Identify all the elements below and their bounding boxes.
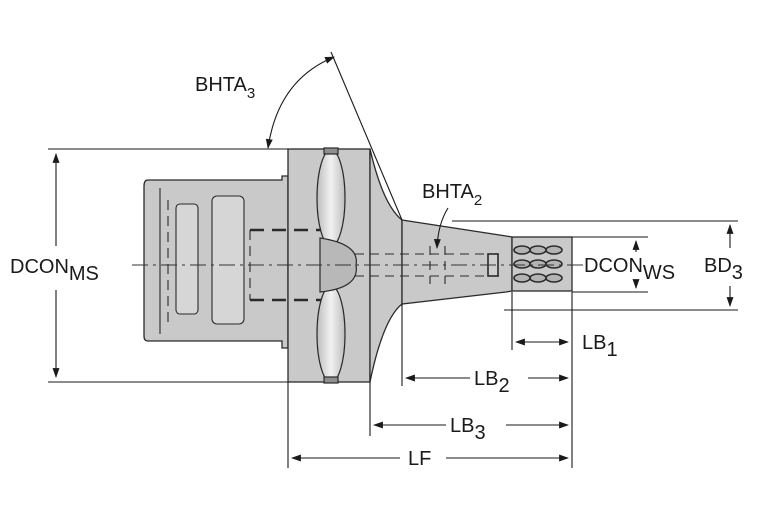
label-lf: LF: [408, 448, 431, 470]
label-bhta2: BHTA2: [422, 181, 482, 209]
label-lb3: LB3: [450, 415, 486, 444]
label-dcon-ws: DCONWS: [584, 255, 675, 284]
dimension-lines: [48, 51, 738, 468]
label-lb2: LB2: [474, 368, 510, 397]
label-lb1: LB1: [582, 332, 618, 361]
shank-internal-detail: [159, 188, 330, 334]
label-bhta3: BHTA3: [195, 74, 255, 102]
label-bd3: BD3: [704, 255, 743, 284]
label-dcon-ms: DCONMS: [10, 256, 99, 285]
